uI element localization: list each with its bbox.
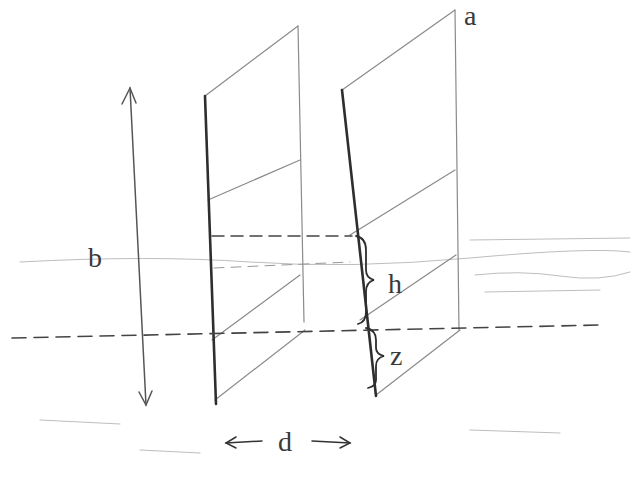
dimension-label: h — [386, 270, 404, 298]
right-plate-faint — [342, 10, 460, 395]
b-arrow — [122, 88, 152, 405]
liquid-level — [12, 325, 600, 338]
z-brace — [366, 328, 384, 388]
left-plate-edge — [205, 96, 216, 404]
dimension-label: a — [462, 2, 478, 30]
right-plate-edge — [342, 90, 376, 396]
h-brace — [356, 236, 374, 324]
dimension-label: z — [388, 342, 404, 370]
dimension-label: b — [86, 244, 104, 272]
meniscus-faint — [214, 262, 350, 268]
left-plate-faint — [205, 26, 305, 400]
dimension-label: d — [276, 428, 294, 456]
liquid-ripples — [20, 238, 630, 453]
meniscus-level — [212, 235, 352, 237]
